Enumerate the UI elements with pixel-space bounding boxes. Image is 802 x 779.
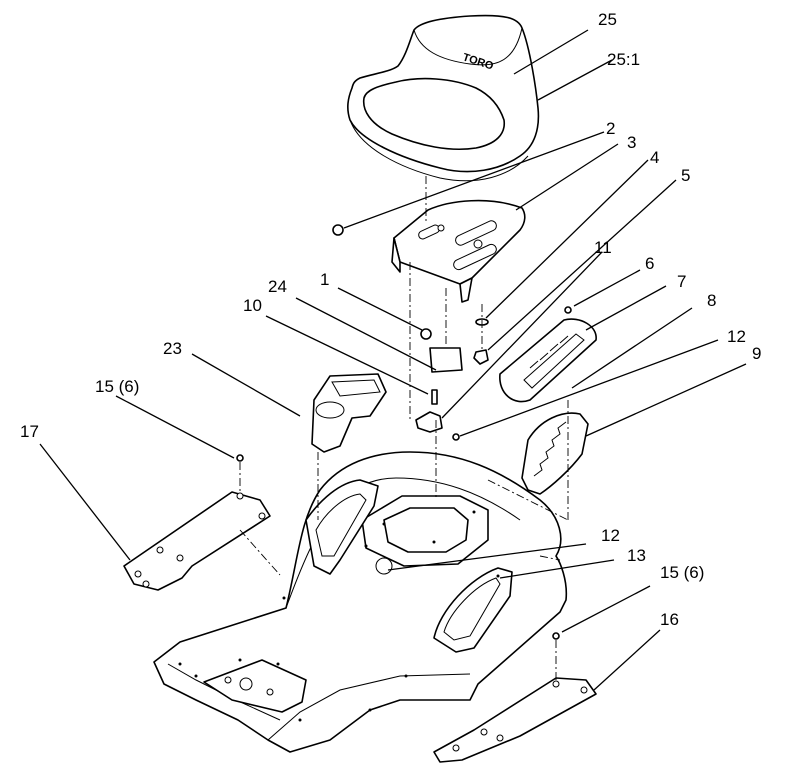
screw-15-right: [552, 632, 560, 640]
side-plate-16: [433, 677, 597, 763]
alignment-lines: [239, 176, 569, 680]
callout-12-upper: 12: [727, 327, 746, 346]
side-plate-17: [123, 491, 271, 591]
callout-4: 4: [650, 148, 659, 167]
callout-13: 13: [627, 546, 646, 565]
bolt-10: [431, 389, 438, 405]
bracket-11: [415, 411, 443, 433]
callout-9: 9: [752, 344, 761, 363]
seat: TORO: [347, 14, 540, 182]
callout-24: 24: [268, 277, 287, 296]
callout-23: 23: [163, 339, 182, 358]
callout-15-right: 15 (6): [660, 563, 704, 582]
callout-17: 17: [20, 422, 39, 441]
callout-16: 16: [660, 610, 679, 629]
callout-8: 8: [707, 291, 716, 310]
nut-12: [452, 433, 460, 441]
pad-24: [429, 347, 463, 373]
leader-lines: [39, 29, 747, 691]
callout-25: 25: [598, 10, 617, 29]
cup-holder: [311, 373, 387, 453]
callout-3: 3: [627, 133, 636, 152]
screw-6: [564, 306, 572, 314]
callout-2: 2: [606, 119, 615, 138]
callout-1: 1: [320, 270, 329, 289]
callout-6: 6: [645, 254, 654, 273]
callout-25-1: 25:1: [607, 50, 640, 69]
nut-1: [420, 328, 432, 340]
hardware-items: [236, 224, 572, 640]
bolt-2: [332, 224, 344, 236]
screw-15-left: [236, 454, 244, 462]
callout-10: 10: [243, 296, 262, 315]
callout-11: 11: [594, 238, 612, 257]
callout-5: 5: [681, 166, 690, 185]
fender-frame: [153, 451, 568, 753]
slide-plate-7: [499, 318, 597, 403]
callout-15-left: 15 (6): [95, 377, 139, 396]
callout-12-lower: 12: [601, 526, 620, 545]
callout-labels: 25 25:1 2 3 4 5 11 6 7 8 12 9 1 24 10 23…: [20, 10, 761, 629]
callout-7: 7: [677, 272, 686, 291]
seat-mounting-plate: [391, 199, 526, 303]
knob-5: [473, 349, 489, 365]
slide-rail-9: [521, 412, 589, 495]
